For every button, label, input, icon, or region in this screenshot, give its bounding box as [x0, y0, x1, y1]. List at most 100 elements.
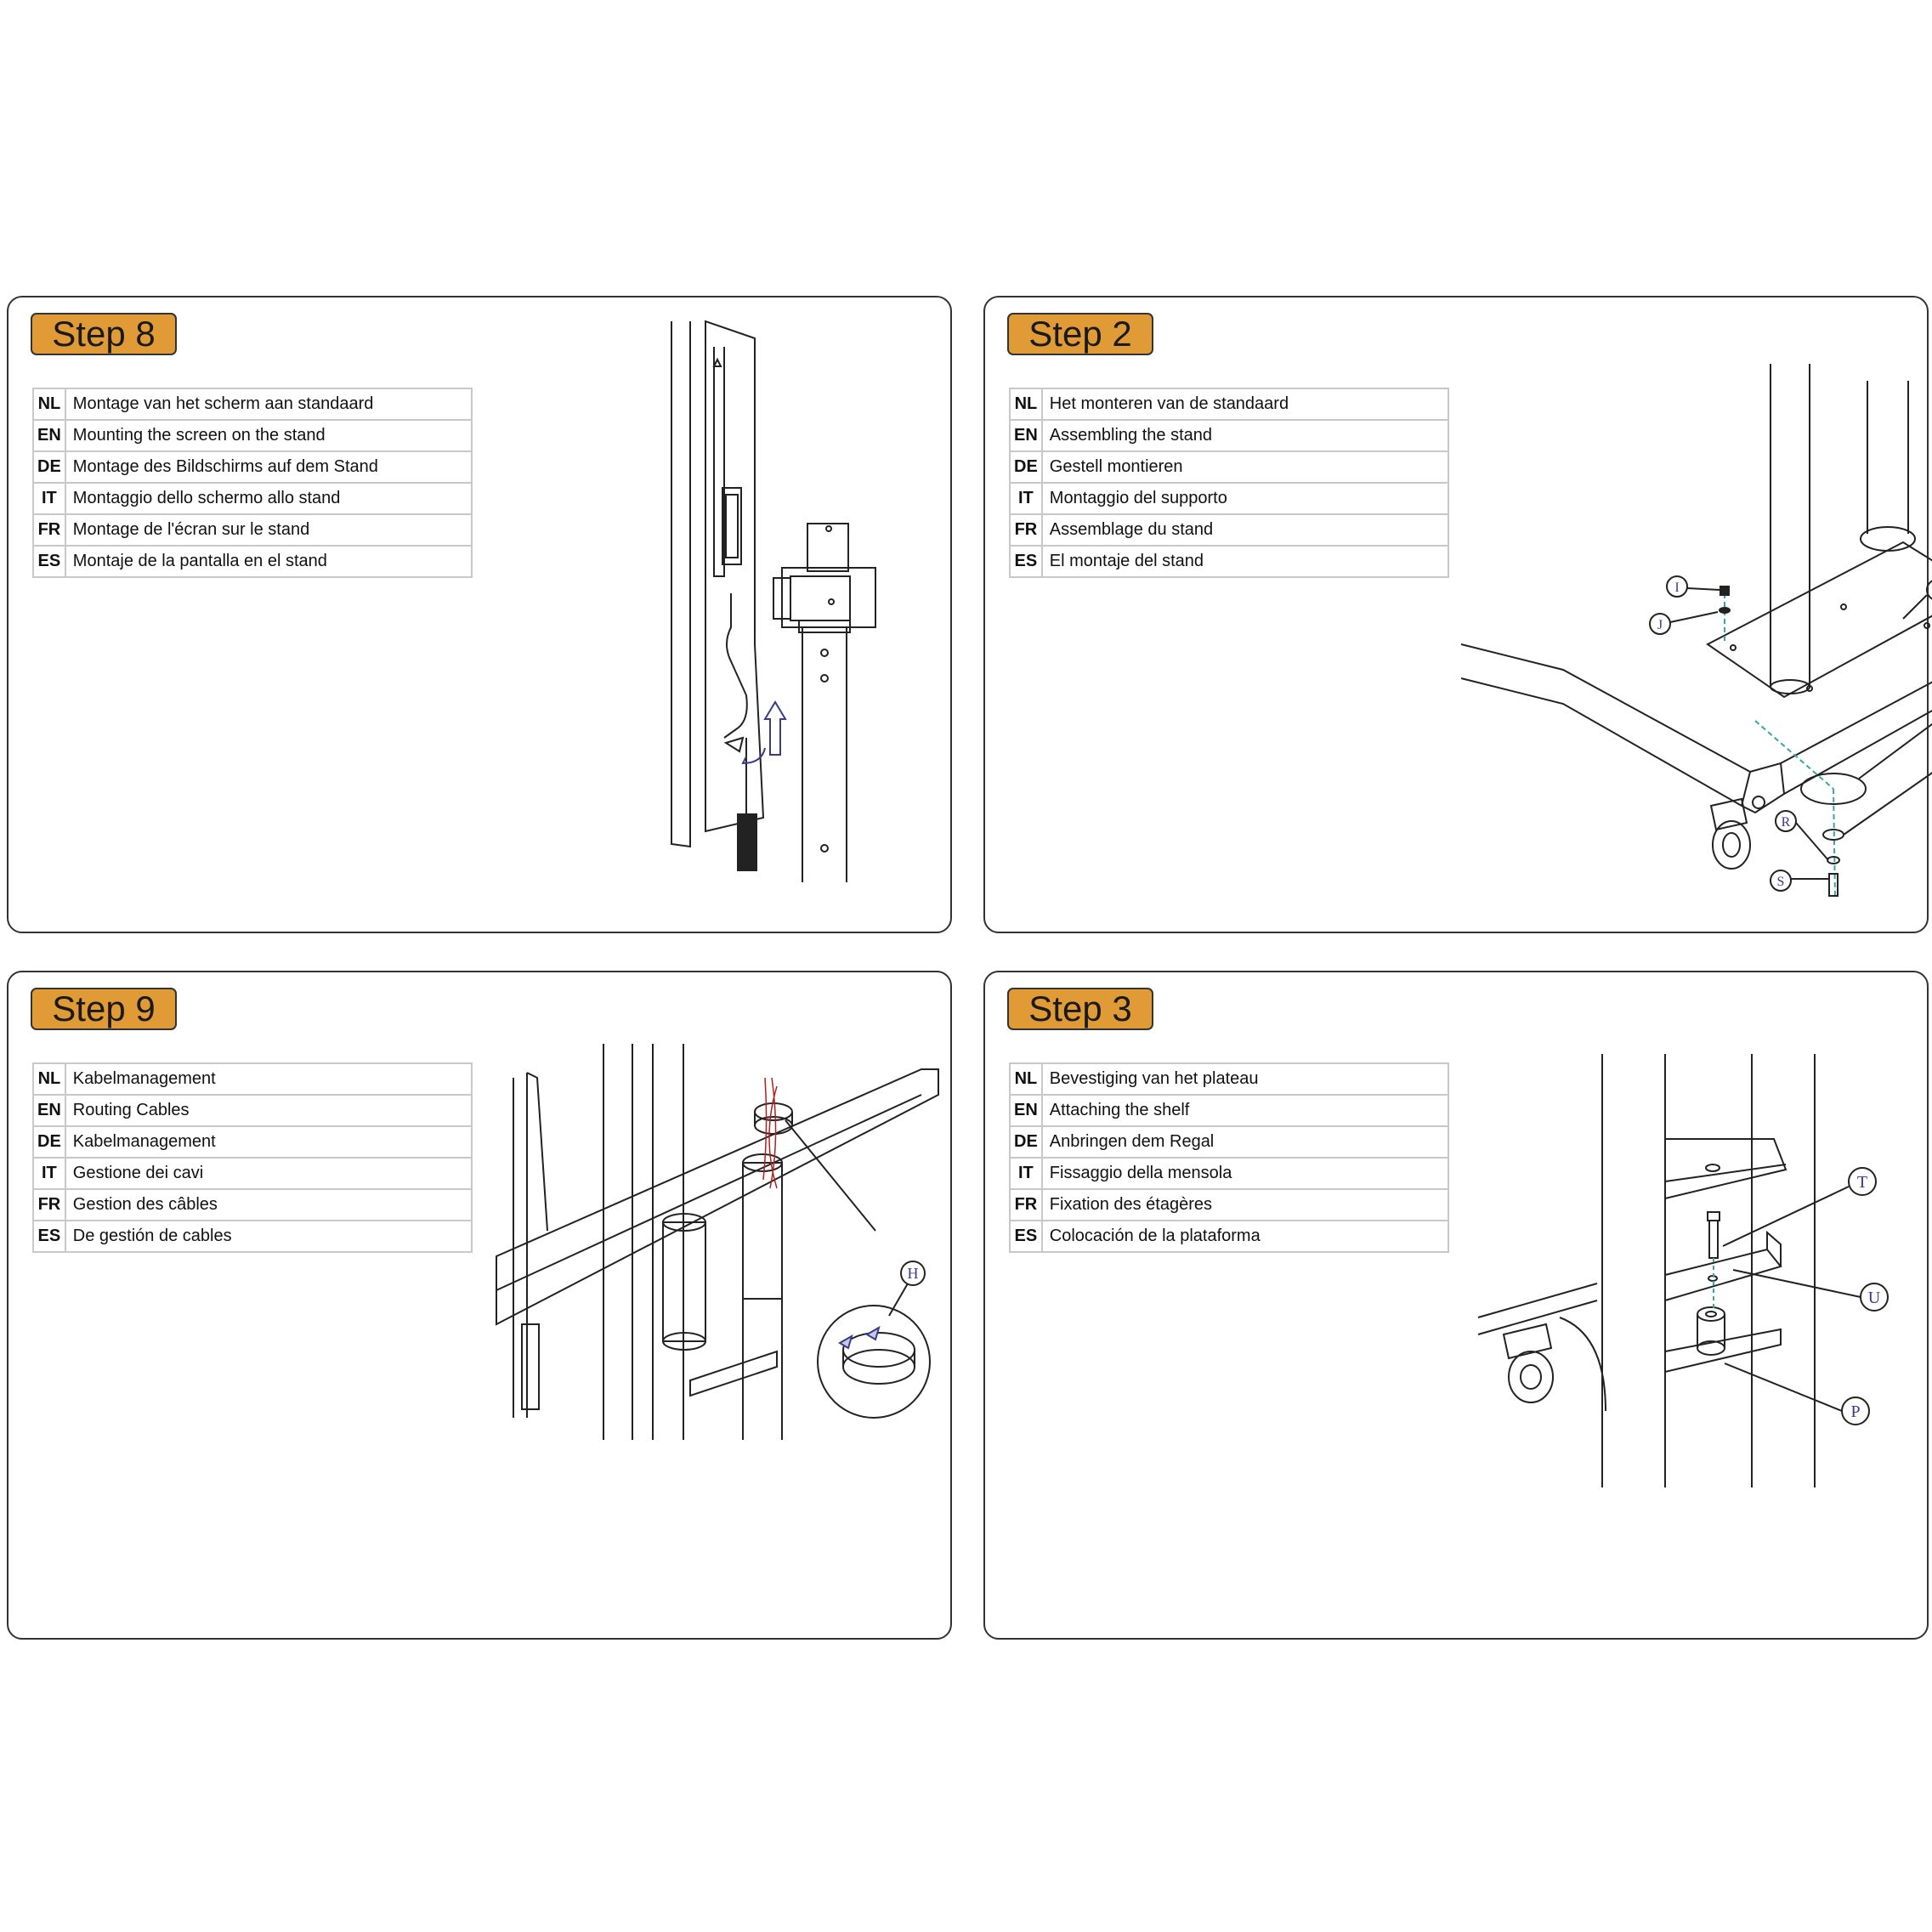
lang-code: ES: [32, 1220, 66, 1253]
lang-text: Fixation des étagères: [1040, 1188, 1450, 1221]
callout-label: T: [1857, 1173, 1867, 1192]
lang-text: El montaje del stand: [1040, 545, 1450, 578]
screen-mounting-illustration: [671, 320, 876, 882]
callout-I: [1666, 575, 1720, 598]
lang-text: Montage van het scherm aan standaard: [64, 388, 473, 421]
lang-text: Montaje de la pantalla en el stand: [64, 545, 473, 578]
callout-label: I: [1674, 581, 1679, 595]
lang-code: DE: [1009, 450, 1043, 484]
lang-code: FR: [32, 1188, 66, 1221]
cable-routing-illustration: H: [496, 1044, 939, 1440]
lang-code: FR: [32, 513, 66, 547]
lang-text: De gestión de cables: [64, 1220, 473, 1253]
lang-code: EN: [32, 419, 66, 452]
lang-code: NL: [32, 1062, 66, 1096]
lang-code: ES: [32, 545, 66, 578]
lang-code: NL: [1009, 388, 1043, 421]
lang-code: NL: [32, 388, 66, 421]
lang-text: Montaggio del supporto: [1040, 482, 1450, 515]
callout-J: [1649, 611, 1719, 635]
callout-R: [1775, 810, 1829, 861]
lang-text: Colocación de la plataforma: [1040, 1220, 1450, 1253]
lang-code: IT: [1009, 482, 1043, 515]
lang-code: DE: [32, 1125, 66, 1159]
callout-label: H: [908, 1265, 919, 1282]
lang-code: IT: [1009, 1157, 1043, 1190]
lang-text: Het monteren van de standaard: [1040, 388, 1450, 421]
step-badge: Step 3: [1007, 988, 1153, 1030]
lang-code: FR: [1009, 513, 1043, 547]
lang-text: Anbringen dem Regal: [1040, 1125, 1450, 1159]
lang-text: Gestion des câbles: [64, 1188, 473, 1221]
callout-label: U: [1868, 1289, 1881, 1307]
lang-text: Assembling the stand: [1040, 419, 1450, 452]
lang-text: Assemblage du stand: [1040, 513, 1450, 547]
lang-text: Montaggio dello schermo allo stand: [64, 482, 473, 515]
shelf-illustration: T U P: [1477, 1054, 1889, 1487]
callout-label: R: [1782, 815, 1791, 830]
callout-P: [1724, 1363, 1870, 1425]
lang-text: Kabelmanagement: [64, 1125, 473, 1159]
lang-code: IT: [32, 482, 66, 515]
lang-text: Montage de l'écran sur le stand: [64, 513, 473, 547]
lang-code: ES: [1009, 1220, 1043, 1253]
lang-code: IT: [32, 1157, 66, 1190]
lang-text: Bevestiging van het plateau: [1040, 1062, 1450, 1096]
lang-text: Montage des Bildschirms auf dem Stand: [64, 450, 473, 484]
lang-code: DE: [1009, 1125, 1043, 1159]
lang-code: FR: [1009, 1188, 1043, 1221]
lang-code: EN: [1009, 419, 1043, 452]
lang-code: ES: [1009, 545, 1043, 578]
callout-label: J: [1657, 618, 1663, 632]
lang-text: Fissaggio della mensola: [1040, 1157, 1450, 1190]
stand-base-illustration: I J C P Q R S: [1460, 364, 1932, 898]
step-badge: Step 8: [31, 313, 177, 355]
lang-text: Gestell montieren: [1040, 450, 1450, 484]
step-badge: Step 9: [31, 988, 177, 1030]
callout-U: [1732, 1269, 1889, 1312]
callout-T: [1722, 1167, 1877, 1247]
step-badge: Step 2: [1007, 313, 1153, 355]
lang-text: Attaching the shelf: [1040, 1094, 1450, 1127]
callout-Q: [1843, 772, 1932, 836]
lang-code: EN: [32, 1094, 66, 1127]
lang-text: Kabelmanagement: [64, 1062, 473, 1096]
lang-code: EN: [1009, 1094, 1043, 1127]
callout-label: S: [1777, 875, 1785, 889]
callout-S: [1770, 870, 1828, 892]
callout-H: [888, 1261, 926, 1317]
callout-label: P: [1850, 1402, 1860, 1421]
callout-C: [1902, 580, 1932, 620]
lang-text: Gestione dei cavi: [64, 1157, 473, 1190]
